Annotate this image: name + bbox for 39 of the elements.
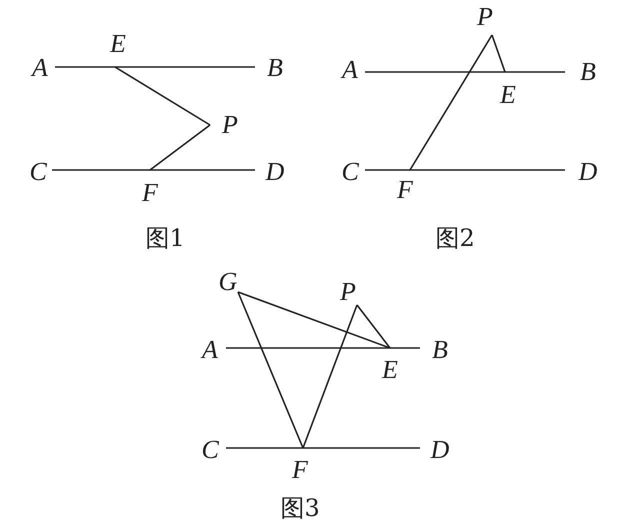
point-label: C [30,159,47,185]
line-segment [491,34,506,72]
figure-caption: 图3 [280,494,320,522]
line-segment [238,291,390,349]
point-label: F [142,180,158,206]
line-segment [52,169,255,171]
point-label: E [382,357,398,383]
point-label: A [32,55,48,81]
point-label: A [342,57,358,83]
point-label: P [222,112,238,138]
figure-caption: 图1 [146,224,185,252]
point-label: G [218,269,238,295]
point-label: E [500,82,516,108]
point-label: D [430,437,450,463]
point-label: B [580,59,596,85]
point-label: P [340,279,356,305]
line-segment [409,34,493,170]
line-segment [226,447,420,449]
point-label: A [202,337,218,363]
line-segment [365,169,565,171]
point-label: D [578,159,598,185]
point-label: C [342,159,359,185]
line-segment [356,304,391,348]
point-label: B [267,55,283,81]
point-label: D [266,159,284,185]
line-segment [114,66,210,126]
line-segment [365,71,565,73]
line-segment [226,347,420,349]
point-label: F [397,177,413,203]
line-segment [237,292,304,448]
point-label: C [202,437,219,463]
point-label: E [110,31,126,57]
line-segment [302,304,358,448]
point-label: F [292,457,308,483]
point-label: B [432,337,448,363]
figure-caption: 图2 [436,224,475,252]
line-segment [55,66,255,68]
line-segment [150,124,210,171]
point-label: P [477,4,493,30]
